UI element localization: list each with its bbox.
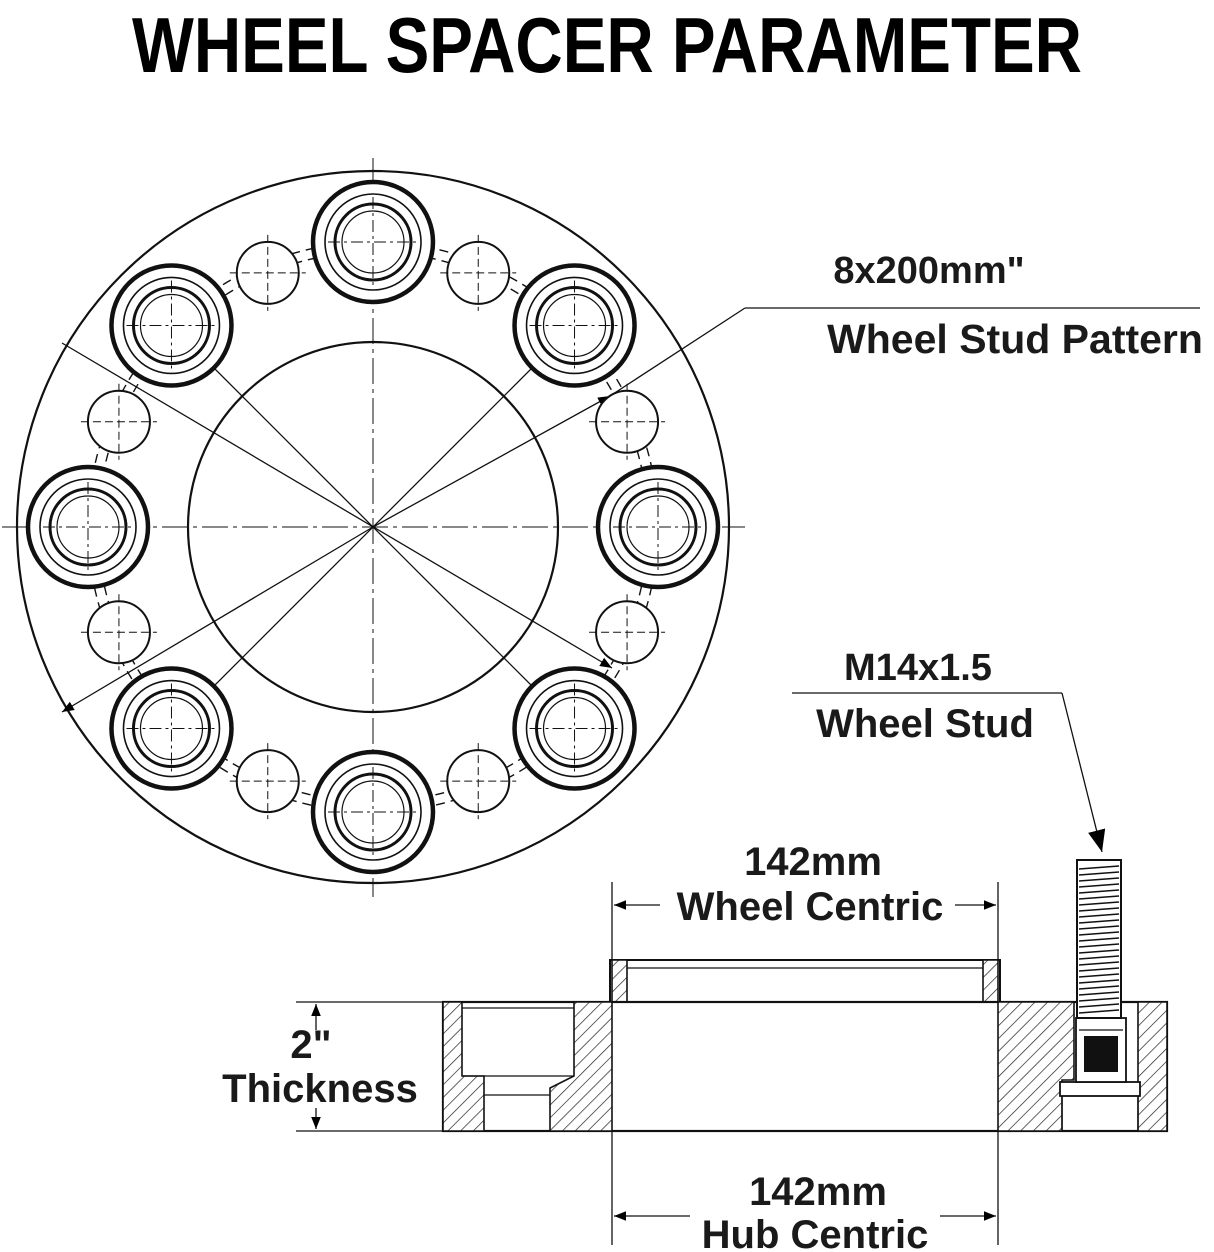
stud-seat: [109, 666, 234, 791]
side-section-view: [441, 859, 1169, 1245]
stud-seat: [109, 263, 234, 388]
stud-seat: [512, 263, 637, 388]
bolt-hole: [589, 383, 666, 460]
stud-value: M14x1.5: [844, 647, 992, 689]
stud-seat: [512, 666, 637, 791]
bolt-hole: [229, 743, 306, 820]
hub-centric-value: 142mm: [749, 1170, 887, 1214]
stud-seat: [595, 464, 721, 590]
bolt-hole: [589, 594, 666, 671]
thickness-label: Thickness: [222, 1067, 418, 1111]
stud-seat: [310, 749, 436, 875]
bolt-pattern-value: 8x200mm": [833, 250, 1024, 292]
hub-centric-label: Hub Centric: [702, 1213, 929, 1252]
diagram-title: WHEEL SPACER PARAMETER: [132, 1, 1082, 89]
bolt-hole: [80, 383, 157, 460]
stud-label: Wheel Stud: [816, 702, 1034, 746]
wheel-centric-label: Wheel Centric: [677, 885, 944, 929]
bolt-hole: [80, 594, 157, 671]
stud-seat: [310, 179, 436, 305]
wheel-centric-value: 142mm: [744, 840, 882, 884]
bolt-hole: [440, 743, 517, 820]
stud-seat: [25, 464, 151, 590]
bolt-pattern-label: Wheel Stud Pattern: [827, 316, 1203, 362]
thickness-value: 2": [290, 1023, 331, 1067]
bolt-hole: [229, 234, 306, 311]
bolt-hole: [440, 234, 517, 311]
front-view: [2, 158, 1200, 897]
